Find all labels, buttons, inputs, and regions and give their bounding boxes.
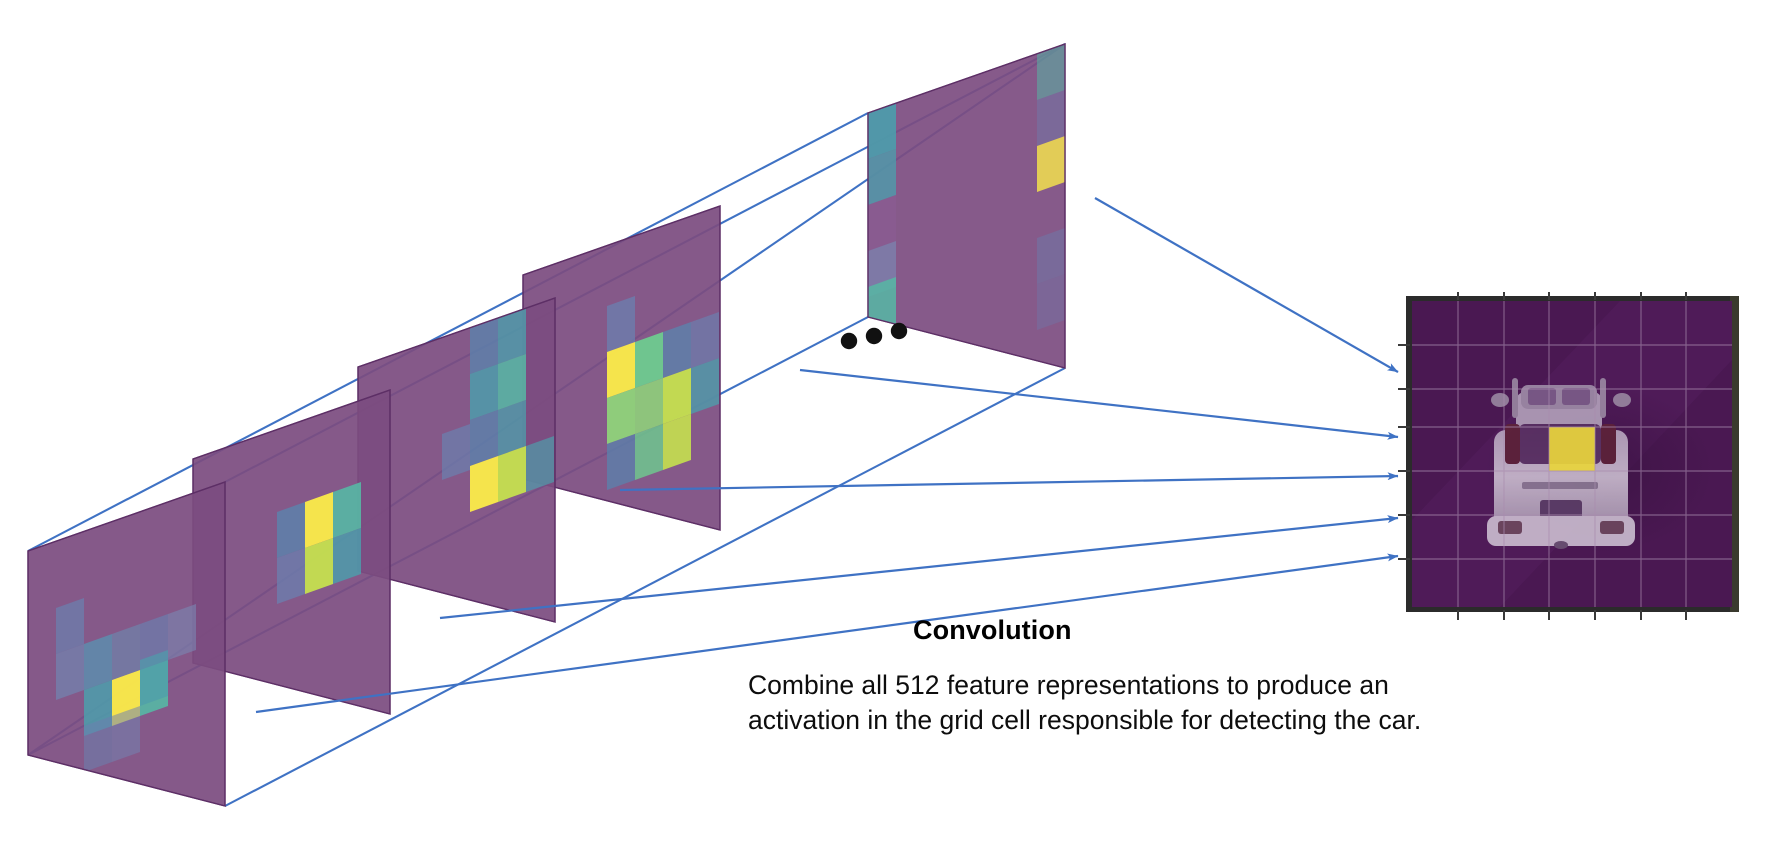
convolution-arrows (255, 197, 1399, 714)
arrow-3 (619, 472, 1399, 492)
arrow-4 (439, 515, 1399, 620)
caption-line-1: Combine all 512 feature representations … (748, 670, 1389, 700)
heatmap-ticks (1398, 292, 1687, 620)
feature-map-plane-4 (522, 205, 721, 531)
arrow-2 (799, 368, 1399, 440)
active-grid-cell (1549, 427, 1595, 471)
detection-grid (1412, 301, 1732, 607)
arrow-1 (1094, 197, 1399, 373)
car-activation-heatmap (1398, 292, 1739, 620)
feature-map-plane-3 (357, 297, 556, 623)
caption-line-2: activation in the grid cell responsible … (748, 705, 1422, 736)
arrow-5 (255, 553, 1399, 714)
ellipsis-dots (840, 322, 908, 350)
feature-map-plane-1 (27, 481, 226, 807)
convolution-heading: Convolution (913, 615, 1072, 645)
feature-map-plane-last (867, 43, 1066, 369)
convolution-caption: Combine all 512 feature representations … (748, 668, 1608, 738)
caption-block: Convolution Combine all 512 feature repr… (748, 615, 1608, 738)
